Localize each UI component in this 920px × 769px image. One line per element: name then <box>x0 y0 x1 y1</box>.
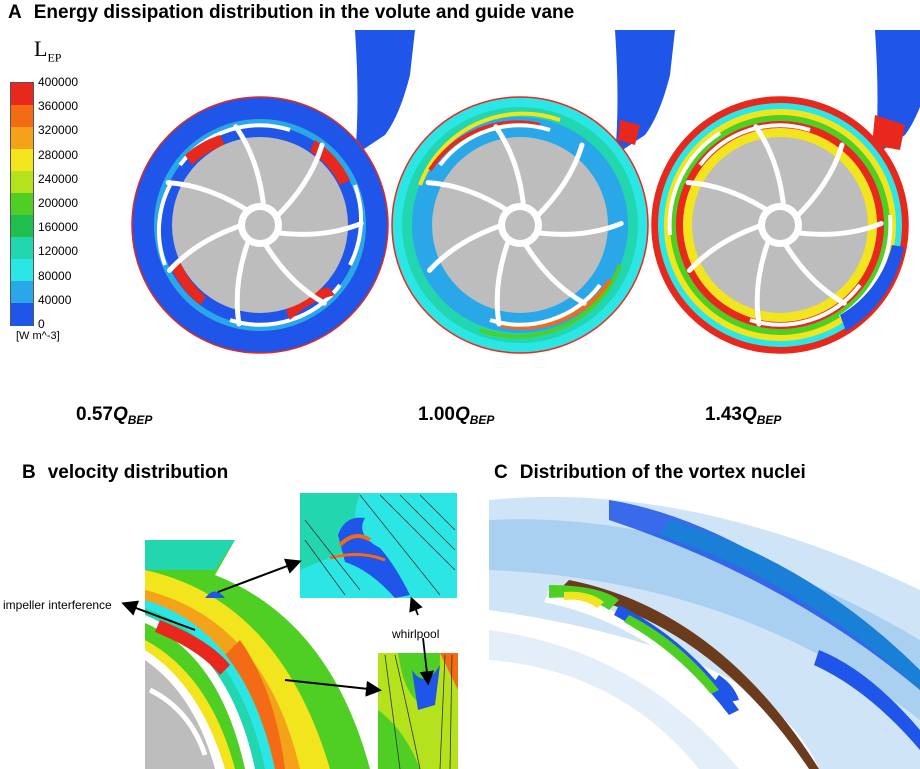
panel-a-letter: A <box>8 2 22 23</box>
legend-unit: [W m^-3] <box>16 330 60 342</box>
panel-b-title-text: velocity distribution <box>47 462 229 483</box>
legend-title: LEP <box>34 36 62 65</box>
annotation-impeller-interference: impeller interference <box>3 598 112 612</box>
legend-color-step <box>11 237 33 260</box>
volute-contour-100 <box>391 30 675 354</box>
legend-tick-label: 240000 <box>38 171 79 186</box>
panel-a-title-text: Energy dissipation distribution in the v… <box>33 2 575 23</box>
volute-contour-057 <box>131 30 415 354</box>
legend-color-step <box>11 149 33 172</box>
legend-color-step <box>11 127 33 150</box>
condition-label-057: 0.57QBEP <box>76 404 153 427</box>
velocity-distribution-figure <box>121 493 458 769</box>
legend-color-step <box>11 303 33 326</box>
legend-color-step <box>11 105 33 128</box>
legend-tick-label: 160000 <box>38 220 79 235</box>
vortex-nuclei-figure <box>489 490 920 769</box>
legend-tick-label: 360000 <box>38 99 79 114</box>
panel-c-title: C Distribution of the vortex nuclei <box>494 462 806 484</box>
legend-tick-label: 80000 <box>38 268 72 283</box>
condition-label-100: 1.00QBEP <box>418 404 495 427</box>
legend-color-step <box>11 171 33 194</box>
legend-tick-label: 280000 <box>38 147 79 162</box>
panel-c-letter: C <box>494 462 508 483</box>
panel-c-title-text: Distribution of the vortex nuclei <box>519 462 806 483</box>
condition-label-143: 1.43QBEP <box>705 404 782 427</box>
volute-contour-143 <box>651 30 920 354</box>
legend-tick-label: 320000 <box>38 123 79 138</box>
legend-tick-label: 400000 <box>38 75 79 89</box>
legend-tick-label: 40000 <box>38 292 72 307</box>
legend-color-step <box>11 281 33 304</box>
legend-color-step <box>11 83 33 106</box>
legend-tick-label: 0 <box>38 317 45 331</box>
legend-color-step <box>11 193 33 216</box>
legend-color-step <box>11 259 33 282</box>
volute-contours <box>131 30 920 354</box>
legend-tick-label: 200000 <box>38 196 79 210</box>
panel-a-title: A Energy dissipation distribution in the … <box>8 2 574 24</box>
legend-tick-label: 120000 <box>38 244 79 259</box>
annotation-whirlpool: whirlpool <box>392 627 440 641</box>
legend-color-step <box>11 215 33 238</box>
legend-colorbar <box>10 82 34 326</box>
panel-b-letter: B <box>22 462 36 483</box>
